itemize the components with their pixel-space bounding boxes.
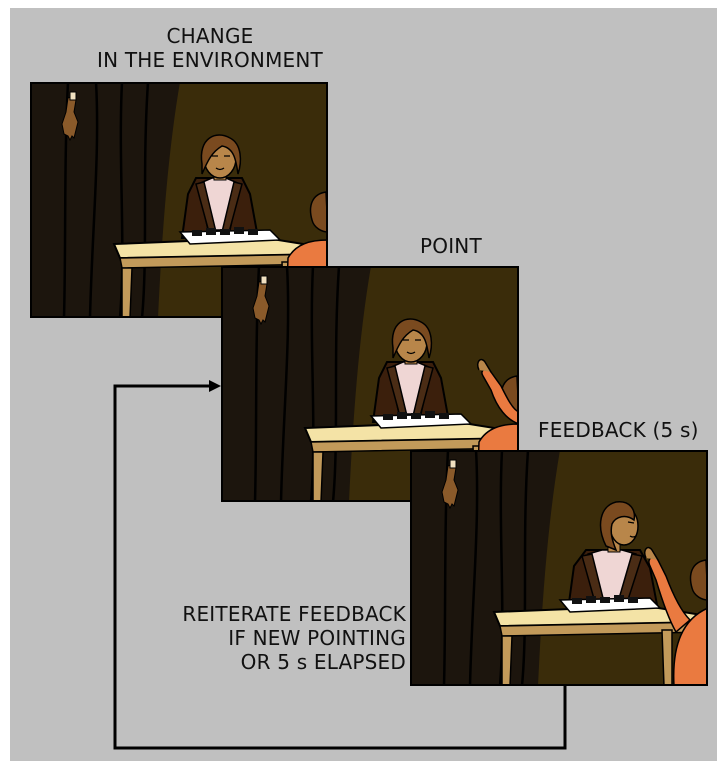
- loop-arrow-head: [209, 380, 221, 392]
- loop-arrow-line: [115, 386, 565, 748]
